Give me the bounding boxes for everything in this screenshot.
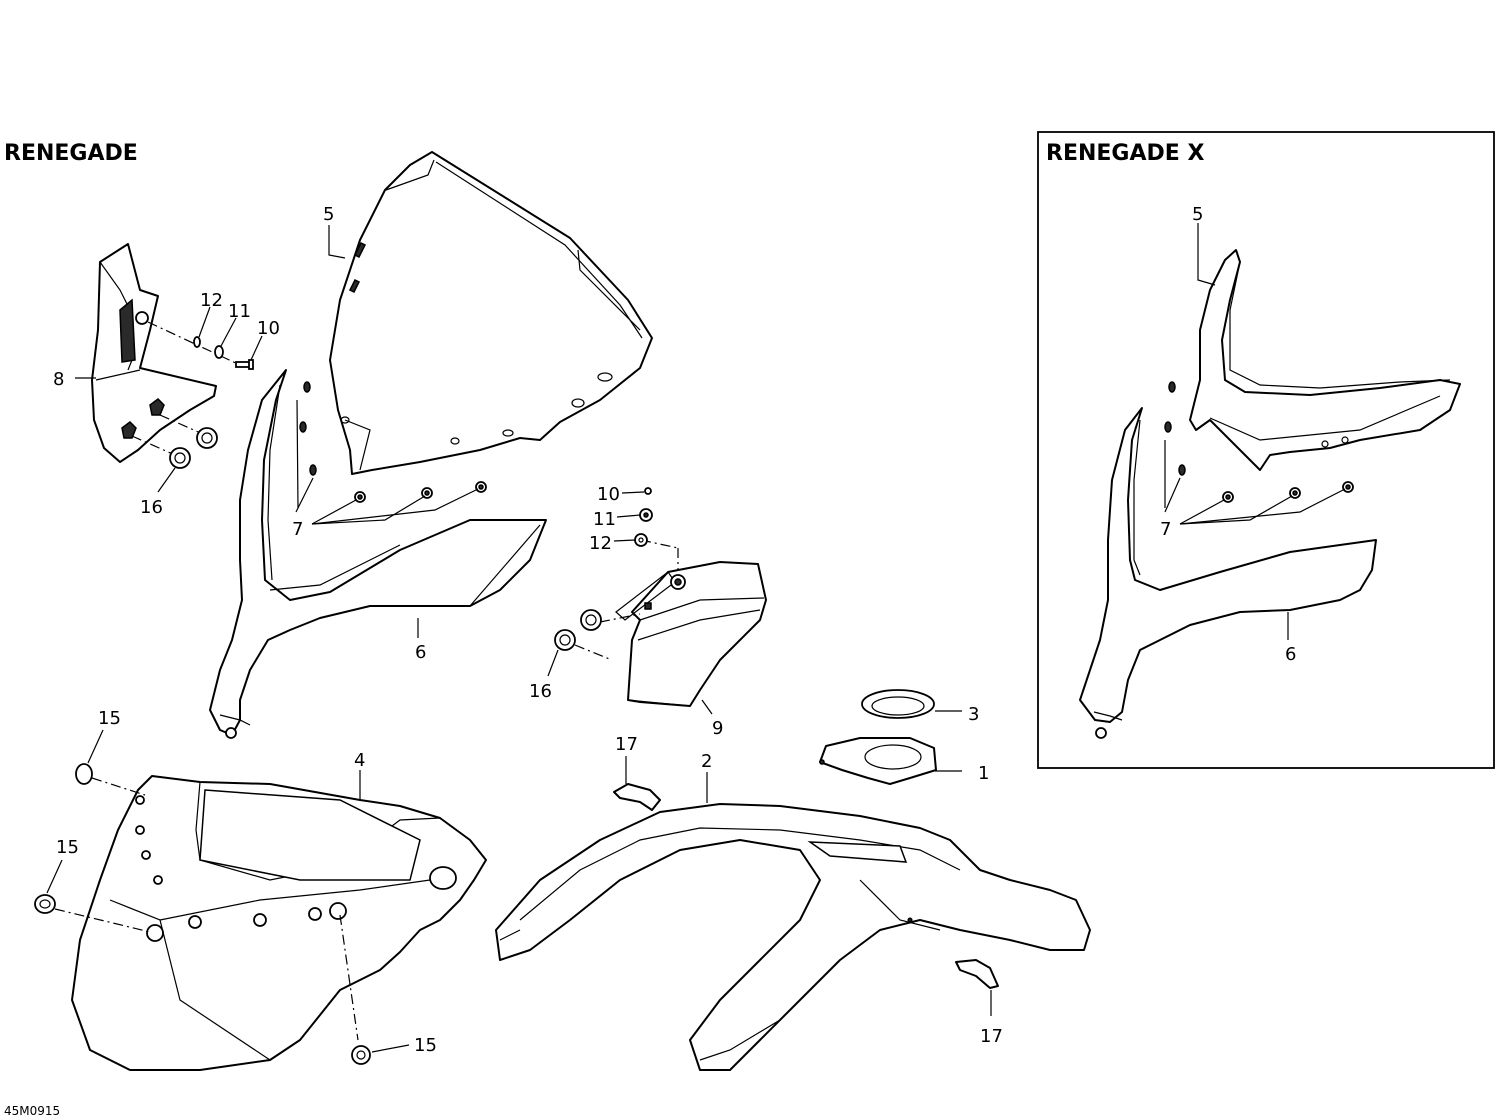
callout-10b: 10 (597, 484, 620, 505)
callout-x7: 7 (1160, 519, 1171, 540)
leader-7e (311, 488, 479, 525)
leader-x7c (1179, 499, 1225, 525)
clips-17 (613, 783, 999, 989)
leader-16b (547, 649, 559, 677)
callout-15b: 15 (56, 837, 79, 858)
leader-11b (616, 514, 641, 518)
diagram-code: 45M0915 (4, 1104, 60, 1118)
callout-11a: 11 (228, 301, 251, 322)
grommets-16-right (554, 609, 641, 661)
callout-9: 9 (712, 718, 723, 739)
inset-windshield-frame (1079, 407, 1377, 739)
leader-5 (328, 225, 346, 259)
leader-10b (621, 491, 645, 494)
callout-16b: 16 (529, 681, 552, 702)
part-right-deflector (615, 561, 767, 707)
callout-15a: 15 (98, 708, 121, 729)
leader-7a (296, 399, 299, 509)
leader-11a (220, 317, 237, 347)
fasteners-7 (299, 381, 487, 503)
leader-9 (701, 699, 713, 715)
fasteners-10-11-12-right (634, 487, 679, 570)
leader-7d (311, 495, 426, 525)
grommets-16-left (131, 414, 218, 469)
callout-17a: 17 (615, 734, 638, 755)
leader-10a (250, 335, 263, 361)
callout-15c: 15 (414, 1035, 437, 1056)
inset-fasteners-7 (1164, 381, 1354, 503)
leader-x7b (1164, 477, 1181, 513)
leader-7c (311, 499, 357, 525)
inset-windshield (1189, 249, 1461, 471)
part-hood (495, 803, 1091, 1071)
leader-15a (87, 729, 104, 764)
leader-x7d (1179, 495, 1293, 525)
callout-x5: 5 (1192, 204, 1203, 225)
callout-12b: 12 (589, 533, 612, 554)
part-windshield-frame (209, 369, 547, 739)
callout-5: 5 (323, 204, 334, 225)
leader-15c (371, 1044, 410, 1053)
callout-16a: 16 (140, 497, 163, 518)
leader-x7e (1179, 488, 1346, 525)
callout-11b: 11 (593, 509, 616, 530)
callout-x6: 6 (1285, 644, 1296, 665)
callout-1: 1 (978, 763, 989, 784)
callout-12a: 12 (200, 290, 223, 311)
callout-2: 2 (701, 751, 712, 772)
part-windshield (329, 151, 653, 475)
leader-15b (46, 859, 63, 894)
leader-7b (295, 477, 314, 513)
leader-16a (157, 467, 176, 493)
callout-3: 3 (968, 704, 979, 725)
renegade-x-inset-frame (1037, 131, 1495, 769)
fasteners-10-11-12-left (147, 321, 254, 370)
part-headlight-housing (71, 775, 487, 1071)
part-gauge-plate (819, 737, 937, 785)
callout-17b: 17 (980, 1026, 1003, 1047)
heading-renegade-x: RENEGADE X (1046, 141, 1204, 166)
callout-4: 4 (354, 750, 365, 771)
callout-6: 6 (415, 642, 426, 663)
part-gauge-ring (861, 689, 935, 719)
leader-12a (198, 306, 211, 338)
heading-renegade: RENEGADE (4, 141, 138, 166)
part-left-deflector (91, 243, 217, 463)
leader-12b (613, 539, 636, 542)
callout-7: 7 (292, 519, 303, 540)
callout-10a: 10 (257, 318, 280, 339)
leader-x5 (1197, 223, 1216, 286)
callout-8: 8 (53, 369, 64, 390)
grommets-15 (34, 763, 371, 1065)
